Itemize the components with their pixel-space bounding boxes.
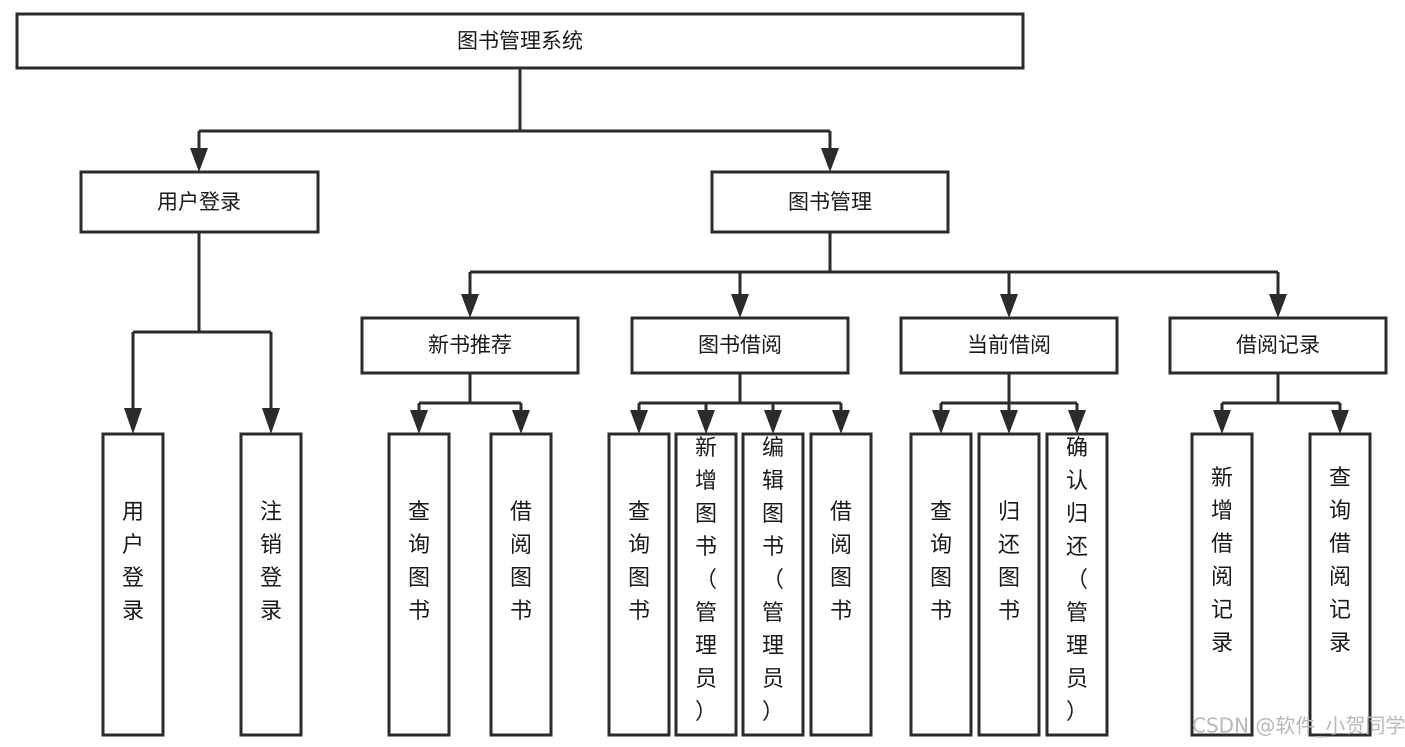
connector-group	[124, 68, 1349, 434]
node-new-book-rec[interactable]: 新书推荐	[360, 316, 580, 375]
node-book-manage-box[interactable]	[710, 170, 950, 234]
leaf-add-book-box[interactable]	[674, 432, 738, 737]
node-root-label: 图书管理系统	[457, 29, 583, 53]
leaf-query-book-3-box[interactable]	[909, 432, 973, 737]
leaf-confirm-return[interactable]: 确认归还（管理员）	[1045, 432, 1109, 737]
arrow-br-leaf-1	[1213, 410, 1231, 434]
node-book-manage[interactable]: 图书管理	[710, 170, 950, 234]
leaf-edit-book-box[interactable]	[741, 432, 805, 737]
arrow-cb-leaf-2	[1000, 410, 1018, 434]
leaf-add-record[interactable]: 新增借阅记录	[1190, 432, 1254, 737]
leaf-query-book-2-box[interactable]	[607, 432, 671, 737]
arrow-root-to-user-login	[190, 148, 208, 172]
leaf-confirm-return-box[interactable]	[1045, 432, 1109, 737]
arrow-bm-to-current-borrow	[1000, 294, 1018, 318]
arrow-cb-leaf-1	[932, 410, 950, 434]
leaf-return-book-box[interactable]	[977, 432, 1041, 737]
node-new-book-rec-label: 新书推荐	[428, 333, 512, 357]
node-user-login-box[interactable]	[79, 170, 320, 234]
node-book-borrow-label: 图书借阅	[698, 333, 782, 357]
arrow-nbr-leaf-2	[512, 410, 530, 434]
arrow-bm-to-borrow-record	[1269, 294, 1287, 318]
leaf-add-record-label: 新增借阅记录	[1211, 466, 1233, 656]
leaf-borrow-book-1-box[interactable]	[489, 432, 553, 737]
csdn-watermark: CSDN @软件_小贺同学	[1192, 714, 1405, 738]
arrow-user-login-leaf-1	[124, 408, 142, 434]
leaf-borrow-book-1-label: 借阅图书	[510, 500, 532, 624]
leaf-query-record-box[interactable]	[1308, 432, 1372, 737]
leaf-query-book-1-box[interactable]	[387, 432, 451, 737]
arrow-root-to-book-manage	[821, 148, 839, 172]
node-current-borrow[interactable]: 当前借阅	[899, 316, 1119, 375]
leaf-logout-label: 注销登录	[260, 500, 282, 624]
arrow-nbr-leaf-1	[410, 410, 428, 434]
node-book-borrow[interactable]: 图书借阅	[630, 316, 850, 375]
leaf-edit-book-label: 编辑图书（管理员）	[762, 436, 784, 725]
node-borrow-record-box[interactable]	[1168, 316, 1388, 375]
node-current-borrow-label: 当前借阅	[967, 333, 1051, 357]
leaf-add-record-box[interactable]	[1190, 432, 1254, 737]
leaf-borrow-book-2[interactable]: 借阅图书	[809, 432, 873, 737]
leaf-return-book[interactable]: 归还图书	[977, 432, 1041, 737]
arrow-user-login-leaf-2	[262, 408, 280, 434]
arrow-bm-to-book-borrow	[731, 294, 749, 318]
leaf-return-book-label: 归还图书	[998, 500, 1020, 624]
leaf-borrow-book-2-label: 借阅图书	[830, 500, 852, 624]
arrow-bm-to-new-book-rec	[461, 294, 479, 318]
leaf-borrow-book-2-box[interactable]	[809, 432, 873, 737]
leaf-query-book-3-label: 查询图书	[930, 500, 952, 624]
leaf-add-book[interactable]: 新增图书（管理员）	[674, 432, 738, 737]
node-user-login[interactable]: 用户登录	[79, 170, 320, 234]
leaf-user-login-label: 用户登录	[122, 500, 144, 624]
leaf-user-login-box[interactable]	[101, 432, 165, 737]
leaf-query-book-2[interactable]: 查询图书	[607, 432, 671, 737]
node-borrow-record[interactable]: 借阅记录	[1168, 316, 1388, 375]
arrow-bb-leaf-1	[630, 410, 648, 434]
arrow-bb-leaf-4	[832, 410, 850, 434]
leaf-borrow-book-1[interactable]: 借阅图书	[489, 432, 553, 737]
arrow-cb-leaf-3	[1068, 410, 1086, 434]
leaf-edit-book[interactable]: 编辑图书（管理员）	[741, 432, 805, 737]
node-current-borrow-box[interactable]	[899, 316, 1119, 375]
leaf-query-book-3[interactable]: 查询图书	[909, 432, 973, 737]
node-new-book-rec-box[interactable]	[360, 316, 580, 375]
leaf-query-record[interactable]: 查询借阅记录	[1308, 432, 1372, 737]
leaf-user-login[interactable]: 用户登录	[101, 432, 165, 737]
leaf-logout[interactable]: 注销登录	[239, 432, 303, 737]
leaf-add-book-label: 新增图书（管理员）	[695, 436, 717, 725]
arrow-br-leaf-2	[1331, 410, 1349, 434]
leaf-query-book-2-label: 查询图书	[628, 500, 650, 624]
node-root-box[interactable]	[15, 12, 1025, 70]
leaf-query-book-1[interactable]: 查询图书	[387, 432, 451, 737]
leaf-confirm-return-label: 确认归还（管理员）	[1066, 436, 1088, 725]
node-root[interactable]: 图书管理系统	[15, 12, 1025, 70]
leaf-query-book-1-label: 查询图书	[408, 500, 430, 624]
arrow-bb-leaf-3	[764, 410, 782, 434]
leaf-query-record-label: 查询借阅记录	[1329, 466, 1351, 656]
leaf-logout-box[interactable]	[239, 432, 303, 737]
node-borrow-record-label: 借阅记录	[1236, 333, 1320, 357]
arrow-bb-leaf-2	[697, 410, 715, 434]
node-book-manage-label: 图书管理	[788, 190, 872, 214]
node-user-login-label: 用户登录	[157, 190, 241, 214]
node-book-borrow-box[interactable]	[630, 316, 850, 375]
